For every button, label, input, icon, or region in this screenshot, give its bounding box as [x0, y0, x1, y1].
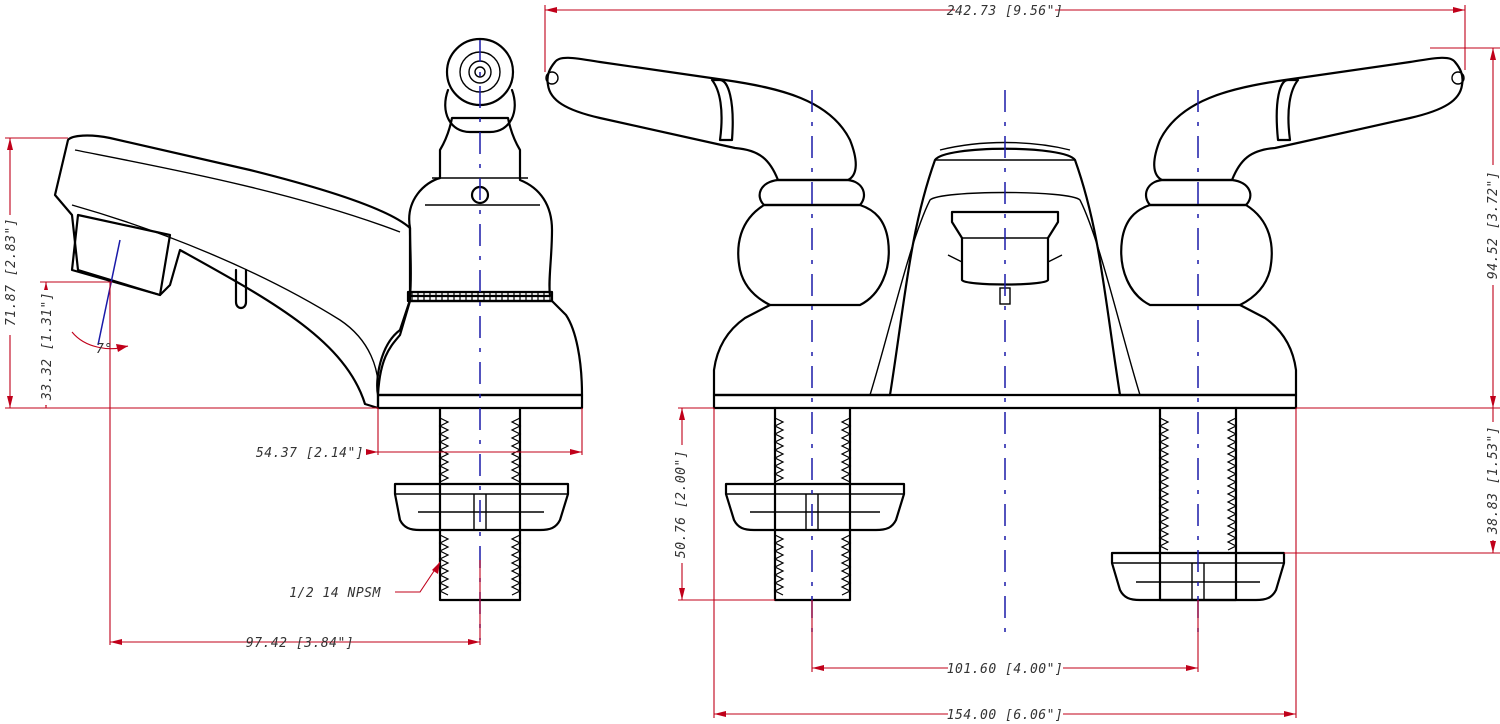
spout-reach-label: 97.42 [3.84"]: [246, 636, 354, 651]
center-spacing-label: 101.60 [4.00"]: [947, 662, 1064, 677]
thread-spec-label: 1/2 14 NPSM: [289, 586, 381, 601]
base-width-label: 154.00 [6.06"]: [947, 708, 1064, 723]
shank-length-label: 38.83 [1.53"]: [1486, 426, 1500, 535]
overall-width-label: 242.73 [9.56"]: [947, 4, 1064, 19]
dimension-arrows: [7, 7, 1496, 717]
front-height-label: 94.52 [3.72"]: [1486, 171, 1500, 279]
side-height-label: 71.87 [2.83"]: [4, 218, 19, 326]
spout-height-label: 33.32 [1.31"]: [40, 292, 55, 401]
front-view: [545, 56, 1465, 640]
side-view: [53, 37, 584, 640]
base-depth-label: 54.37 [2.14"]: [256, 446, 364, 461]
nut-depth-label: 50.76 [2.00"]: [674, 450, 689, 558]
spout-angle-label: 7°: [96, 342, 113, 357]
